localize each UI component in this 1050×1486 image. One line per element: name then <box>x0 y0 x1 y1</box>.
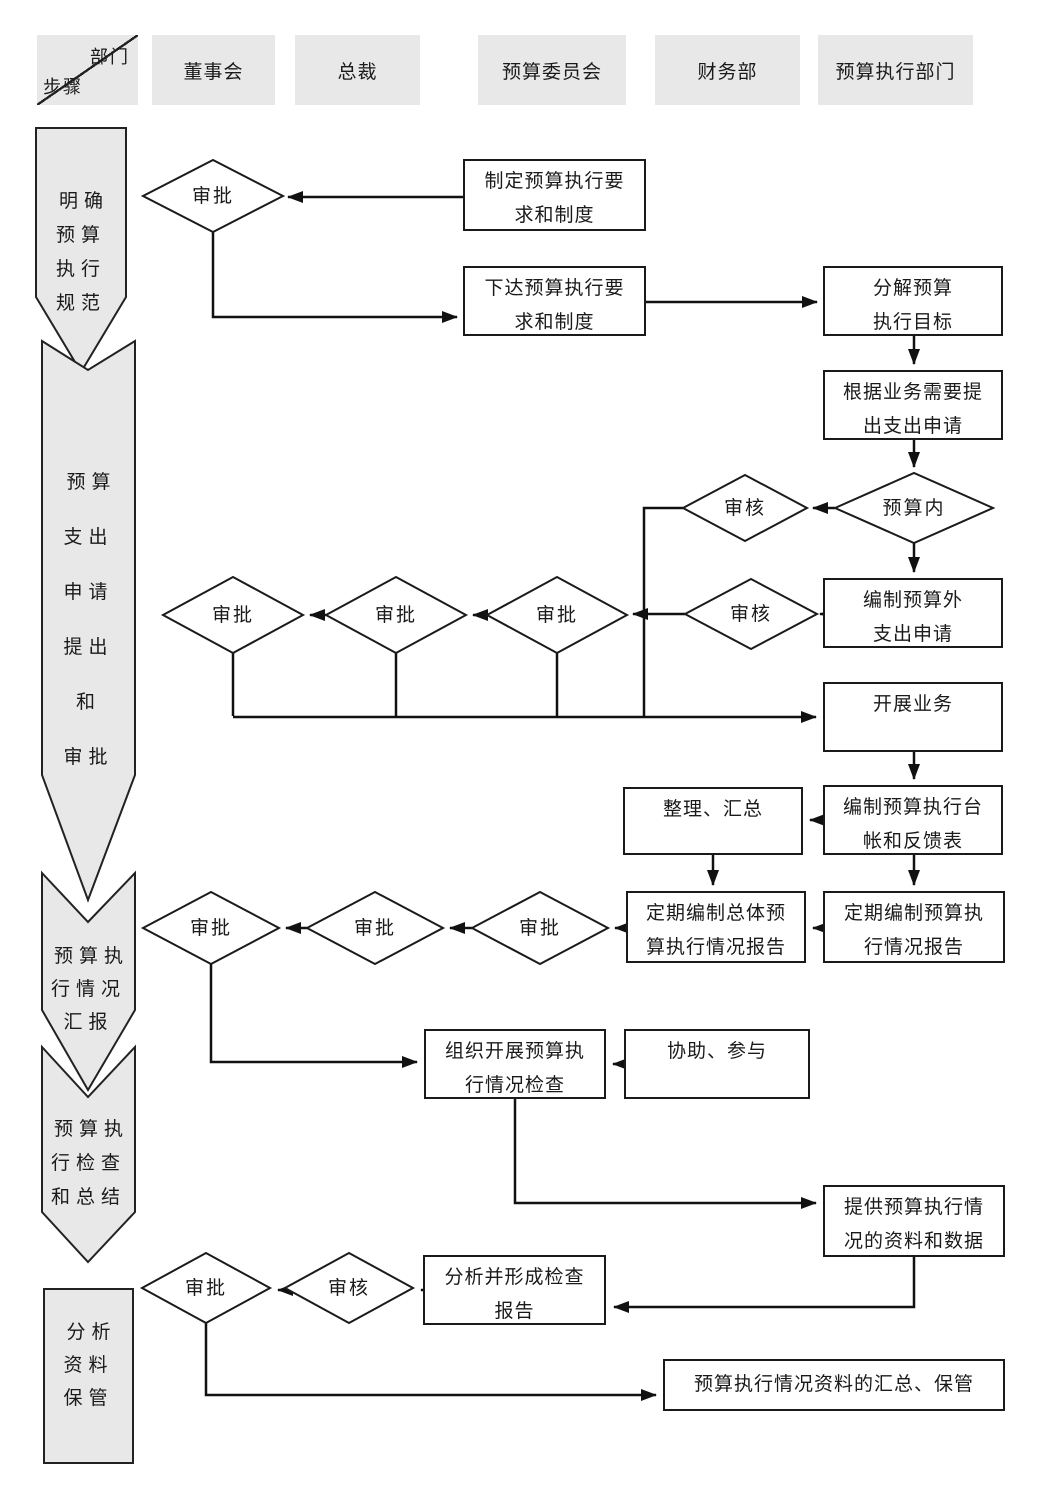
diamond-approve-r3-president <box>304 890 446 966</box>
box-issue-rules-label: 下达预算执行要 求和制度 <box>484 278 625 333</box>
box-decompose-targets: 分解预算 执行目标 <box>823 266 1003 336</box>
box-off-budget-request-label: 编制预算外 支出申请 <box>862 590 963 645</box>
diamond-review-fin-top <box>680 473 810 543</box>
diamond-approve-r2-president <box>323 575 469 655</box>
step-label-1: 明确 预算 执行 规范 <box>55 191 109 314</box>
diamond-approve-final <box>139 1251 273 1325</box>
header-corner-department: 部门 <box>90 47 130 67</box>
step-label-2: 预算 支出 申请 提出 和 审批 <box>63 472 117 768</box>
step-shape-1 <box>35 127 127 374</box>
box-raise-expense-request-label: 根据业务需要提 出支出申请 <box>842 382 983 437</box>
box-periodic-exec-report: 定期编制预算执 行情况报告 <box>823 891 1005 963</box>
step-shape-4 <box>41 1044 136 1264</box>
header-cell-budget-committee: 预算委员会 <box>478 35 626 105</box>
diamond-approve-r2-board <box>160 575 306 655</box>
box-conduct-business-label: 开展业务 <box>872 694 953 715</box>
box-provide-data: 提供预算执行情 况的资料和数据 <box>823 1185 1005 1257</box>
box-ledger-feedback: 编制预算执行台 帐和反馈表 <box>823 785 1003 855</box>
box-issue-rules: 下达预算执行要 求和制度 <box>463 266 646 336</box>
diamond-label-approve-r2-board: 审批 <box>211 605 254 626</box>
box-off-budget-request: 编制预算外 支出申请 <box>823 578 1003 648</box>
box-conduct-business: 开展业务 <box>823 682 1003 752</box>
header-cell-budget-exec-dept: 预算执行部门 <box>818 35 973 105</box>
diamond-review-fin-mid <box>682 577 820 651</box>
header-cell-finance-dept: 财务部 <box>655 35 800 105</box>
box-organize-inspection-label: 组织开展预算执 行情况检查 <box>444 1041 585 1096</box>
diamond-label-approve-r3-committee: 审批 <box>518 918 561 939</box>
diamond-approve-r3-board <box>140 890 282 966</box>
box-organize-inspection: 组织开展预算执 行情况检查 <box>424 1029 606 1099</box>
box-define-rules-label: 制定预算执行要 求和制度 <box>484 171 625 226</box>
diamond-label-review-final: 审核 <box>327 1278 370 1299</box>
box-archive-data-label: 预算执行情况资料的汇总、保管 <box>693 1374 974 1395</box>
step-shape-5 <box>43 1288 134 1464</box>
diamond-review-final <box>282 1251 416 1325</box>
diamond-label-review-fin-mid: 审核 <box>729 604 772 625</box>
diamond-approve-top <box>140 158 286 234</box>
box-define-rules: 制定预算执行要 求和制度 <box>463 159 646 231</box>
diamond-label-approve-r3-board: 审批 <box>189 918 232 939</box>
box-periodic-exec-report-label: 定期编制预算执 行情况报告 <box>843 903 984 958</box>
box-collate-summarize-label: 整理、汇总 <box>662 799 763 820</box>
diamond-approve-r2-committee <box>484 575 630 655</box>
box-overall-exec-report: 定期编制总体预 算执行情况报告 <box>626 891 806 963</box>
header-cell-president: 总裁 <box>295 35 420 105</box>
header-cell-board: 董事会 <box>152 35 275 105</box>
box-analysis-report: 分析并形成检查 报告 <box>423 1255 606 1325</box>
box-analysis-report-label: 分析并形成检查 报告 <box>444 1267 585 1322</box>
step-shape-3 <box>41 870 136 1092</box>
diamond-label-budget-in: 预算内 <box>882 498 946 519</box>
box-raise-expense-request: 根据业务需要提 出支出申请 <box>823 370 1003 440</box>
diamond-label-review-fin-top: 审核 <box>723 498 766 519</box>
header-corner-steps: 步骤 <box>43 77 83 97</box>
box-archive-data: 预算执行情况资料的汇总、保管 <box>663 1359 1005 1411</box>
box-ledger-feedback-label: 编制预算执行台 帐和反馈表 <box>842 797 983 852</box>
diamond-label-approve-r2-committee: 审批 <box>535 605 578 626</box>
header-corner-cell: 部门 步骤 <box>37 35 138 105</box>
step-label-3: 预算执 行情况 汇报 <box>50 946 129 1033</box>
diamond-label-approve-r2-president: 审批 <box>374 605 417 626</box>
box-decompose-targets-label: 分解预算 执行目标 <box>872 278 953 333</box>
box-assist-participate-label: 协助、参与 <box>666 1041 767 1062</box>
diamond-budget-in <box>832 471 996 545</box>
diamond-label-approve-final: 审批 <box>184 1278 227 1299</box>
step-label-5: 分析 资料 保管 <box>63 1322 117 1409</box>
box-collate-summarize: 整理、汇总 <box>623 787 803 855</box>
box-provide-data-label: 提供预算执行情 况的资料和数据 <box>843 1197 984 1252</box>
diamond-label-approve-r3-president: 审批 <box>353 918 396 939</box>
box-overall-exec-report-label: 定期编制总体预 算执行情况报告 <box>645 903 786 958</box>
diamond-approve-r3-committee <box>469 890 611 966</box>
box-assist-participate: 协助、参与 <box>624 1029 810 1099</box>
step-label-4: 预算执 行检查 和总结 <box>50 1119 129 1208</box>
diamond-label-approve-top: 审批 <box>191 186 234 207</box>
step-shape-2 <box>41 339 136 903</box>
